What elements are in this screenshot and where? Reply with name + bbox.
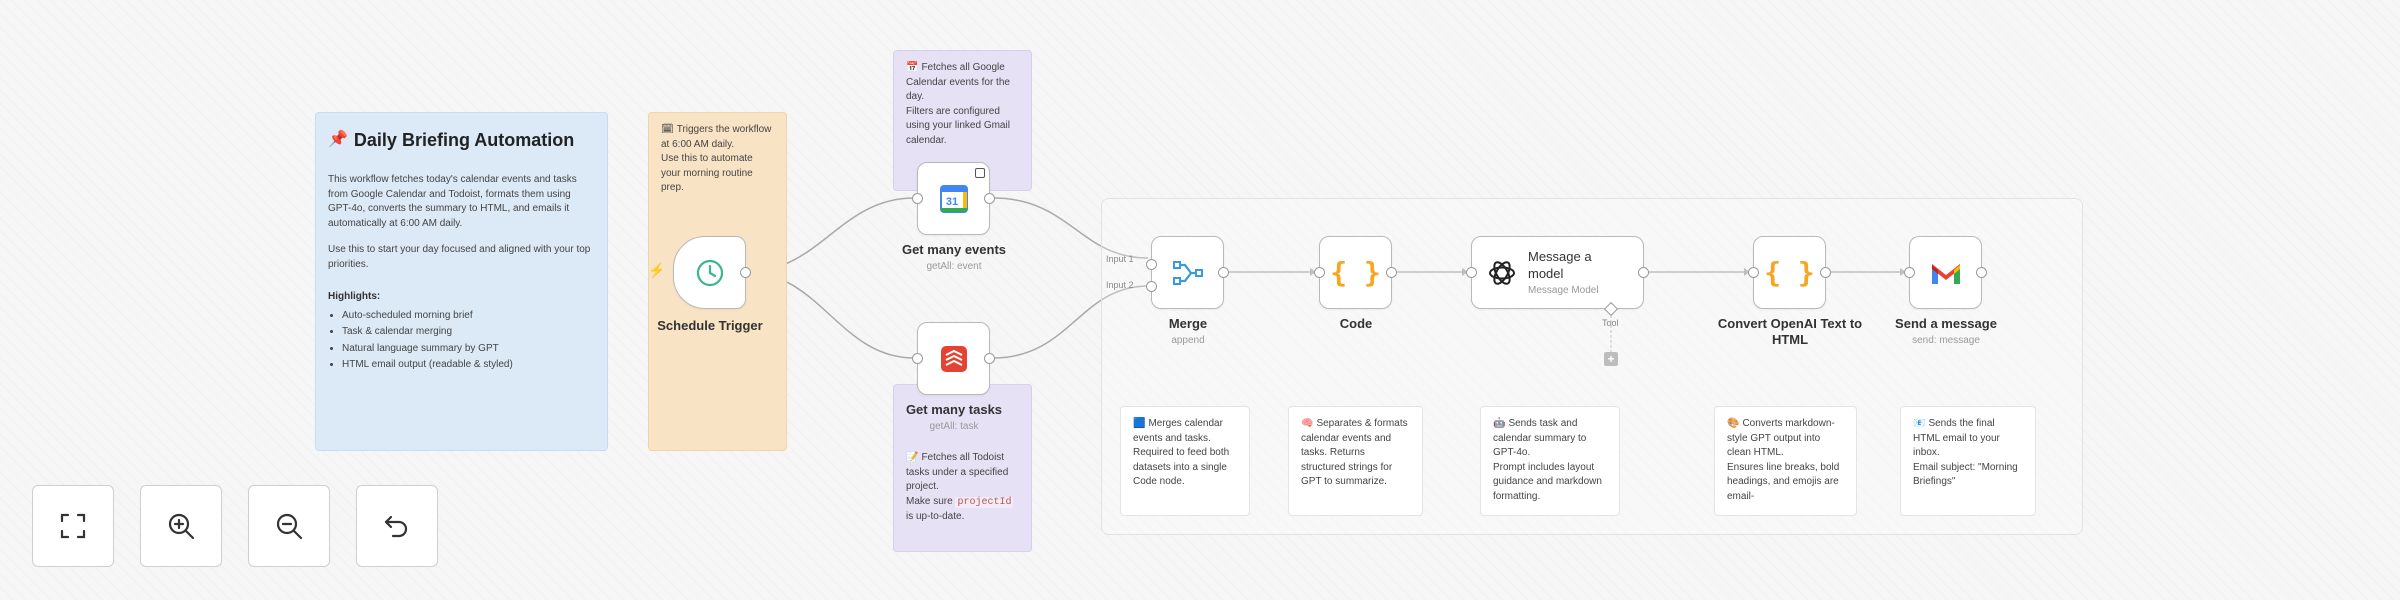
sticky-note-convert[interactable]: 🎨Converts markdown-style GPT output into… xyxy=(1714,406,1857,516)
robot-emoji-icon: 🤖 xyxy=(1493,418,1506,429)
clock-icon xyxy=(696,259,723,286)
input-port[interactable] xyxy=(1904,267,1915,278)
sticky-note-trigger[interactable]: 🗓Triggers the workflow at 6:00 AM daily.… xyxy=(648,112,787,451)
input-port[interactable] xyxy=(1466,267,1477,278)
envelope-emoji-icon: 📧 xyxy=(1913,418,1926,429)
get-events-label: Get many events getAll: event xyxy=(901,242,1007,273)
trigger-note-line2: Use this to automate your morning routin… xyxy=(661,153,753,193)
sticky-note-send[interactable]: 📧Sends the final HTML email to your inbo… xyxy=(1900,406,2036,516)
calendar-emoji-icon: 📅 xyxy=(906,62,919,73)
gmail-icon xyxy=(1931,263,1960,284)
merge-label: Merge append xyxy=(1168,316,1208,347)
sticky-note-todoist[interactable]: 📝Fetches all Todoist tasks under a speci… xyxy=(893,384,1032,552)
todoist-note-line1: 📝Fetches all Todoist tasks under a speci… xyxy=(906,452,1009,492)
merge-node[interactable] xyxy=(1146,236,1229,309)
zoom-out-button[interactable] xyxy=(248,485,330,567)
memo-emoji-icon: 📝 xyxy=(906,452,919,463)
convert-html-node[interactable]: { } xyxy=(1748,236,1831,309)
brain-emoji-icon: 🧠 xyxy=(1301,418,1314,429)
get-tasks-label: Get many tasks getAll: task xyxy=(905,402,1003,433)
message-model-title: Message a model xyxy=(1528,249,1592,281)
merge-note-text: 🟦Merges calendar events and tasks. Requi… xyxy=(1133,418,1230,487)
svg-text:31: 31 xyxy=(945,196,957,208)
todoist-note-line2: Make sure projectId is up-to-date. xyxy=(906,495,1014,522)
sticky-note-merge[interactable]: 🟦Merges calendar events and tasks. Requi… xyxy=(1120,406,1250,516)
schedule-trigger-label: Schedule Trigger xyxy=(657,318,763,333)
convert-note-line2: Ensures line breaks, bold headings, and … xyxy=(1727,461,1840,502)
output-port[interactable] xyxy=(984,193,995,204)
highlight-item: Natural language summary by GPT xyxy=(342,342,595,357)
highlights-heading: Highlights: xyxy=(328,291,381,303)
trigger-note-line1: 🗓Triggers the workflow at 6:00 AM daily. xyxy=(661,124,772,150)
calendar-note-line2: Filters are configured using your linked… xyxy=(906,105,1010,146)
output-port[interactable] xyxy=(984,353,995,364)
trigger-lightning-icon: ⚡ xyxy=(648,262,666,278)
merge-emoji-icon: 🟦 xyxy=(1133,418,1146,429)
output-port[interactable] xyxy=(1820,267,1831,278)
get-events-node[interactable]: 31 xyxy=(912,162,995,235)
fit-view-icon xyxy=(60,513,86,539)
calendar-note-line1: 📅Fetches all Google Calendar events for … xyxy=(906,62,1010,102)
overview-paragraph-1: This workflow fetches today's calendar e… xyxy=(328,174,577,229)
fit-view-button[interactable] xyxy=(32,485,114,567)
convert-html-label: Convert OpenAI Text to HTML xyxy=(1717,316,1863,348)
code-node[interactable]: { } xyxy=(1314,236,1397,309)
output-port[interactable] xyxy=(1976,267,1987,278)
sticky-note-overview[interactable]: 📌 Daily Briefing Automation This workflo… xyxy=(315,112,608,451)
message-model-node[interactable]: Message a model Message Model xyxy=(1466,236,1649,309)
highlights-list: Auto-scheduled morning brief Task & cale… xyxy=(342,309,595,373)
gpt-note-line2: Prompt includes layout guidance and mark… xyxy=(1493,461,1602,502)
convert-note-line1: 🎨Converts markdown-style GPT output into… xyxy=(1727,418,1835,458)
sticky-note-code[interactable]: 🧠Separates & formats calendar events and… xyxy=(1288,406,1423,516)
gpt-note-line1: 🤖Sends task and calendar summary to GPT-… xyxy=(1493,418,1587,458)
code-braces-icon: { } xyxy=(1764,256,1815,289)
google-calendar-icon: 31 xyxy=(939,184,968,213)
merge-input2-label: Input 2 xyxy=(1106,280,1134,290)
merge-input1-label: Input 1 xyxy=(1106,254,1134,264)
send-note-line1: 📧Sends the final HTML email to your inbo… xyxy=(1913,418,2000,458)
code-label: Code xyxy=(1339,316,1373,331)
send-message-node[interactable] xyxy=(1904,236,1987,309)
pushpin-icon: 📌 xyxy=(328,131,348,149)
add-tool-button[interactable]: + xyxy=(1604,352,1618,366)
get-tasks-node[interactable] xyxy=(912,322,995,395)
schedule-trigger-node[interactable] xyxy=(673,236,751,309)
message-model-text: Message a model Message Model xyxy=(1528,249,1599,296)
highlight-item: HTML email output (readable & styled) xyxy=(342,358,595,373)
output-port[interactable] xyxy=(1638,267,1649,278)
todoist-icon xyxy=(940,345,967,372)
input-port[interactable] xyxy=(1748,267,1759,278)
zoom-in-icon xyxy=(168,513,195,540)
input-port-1[interactable] xyxy=(1146,259,1157,270)
code-note-text: 🧠Separates & formats calendar events and… xyxy=(1301,418,1408,487)
input-port[interactable] xyxy=(1314,267,1325,278)
tool-port-label: Tool xyxy=(1602,318,1619,328)
input-port[interactable] xyxy=(912,193,923,204)
overview-paragraph-2: Use this to start your day focused and a… xyxy=(328,244,591,270)
openai-icon xyxy=(1489,260,1515,285)
palette-emoji-icon: 🎨 xyxy=(1727,418,1740,429)
send-note-line2: Email subject: "Morning Briefings" xyxy=(1913,461,2018,488)
undo-button[interactable] xyxy=(356,485,438,567)
input-port-2[interactable] xyxy=(1146,281,1157,292)
message-model-sub: Message Model xyxy=(1528,284,1599,296)
highlight-item: Auto-scheduled morning brief xyxy=(342,309,595,324)
sticky-title: 📌 Daily Briefing Automation xyxy=(328,127,595,153)
zoom-out-icon xyxy=(276,513,303,540)
undo-icon xyxy=(384,515,408,538)
input-port[interactable] xyxy=(912,353,923,364)
overview-title: Daily Briefing Automation xyxy=(353,130,575,150)
calendar-emoji-icon: 🗓 xyxy=(661,124,674,135)
output-port[interactable] xyxy=(740,267,751,278)
send-message-label: Send a message send: message xyxy=(1895,316,1997,347)
open-node-icon[interactable] xyxy=(975,168,985,178)
merge-icon xyxy=(1172,260,1203,285)
highlight-item: Task & calendar merging xyxy=(342,325,595,340)
output-port[interactable] xyxy=(1218,267,1229,278)
sticky-note-gpt[interactable]: 🤖Sends task and calendar summary to GPT-… xyxy=(1480,406,1620,516)
code-braces-icon: { } xyxy=(1330,256,1381,289)
output-port[interactable] xyxy=(1386,267,1397,278)
zoom-in-button[interactable] xyxy=(140,485,222,567)
